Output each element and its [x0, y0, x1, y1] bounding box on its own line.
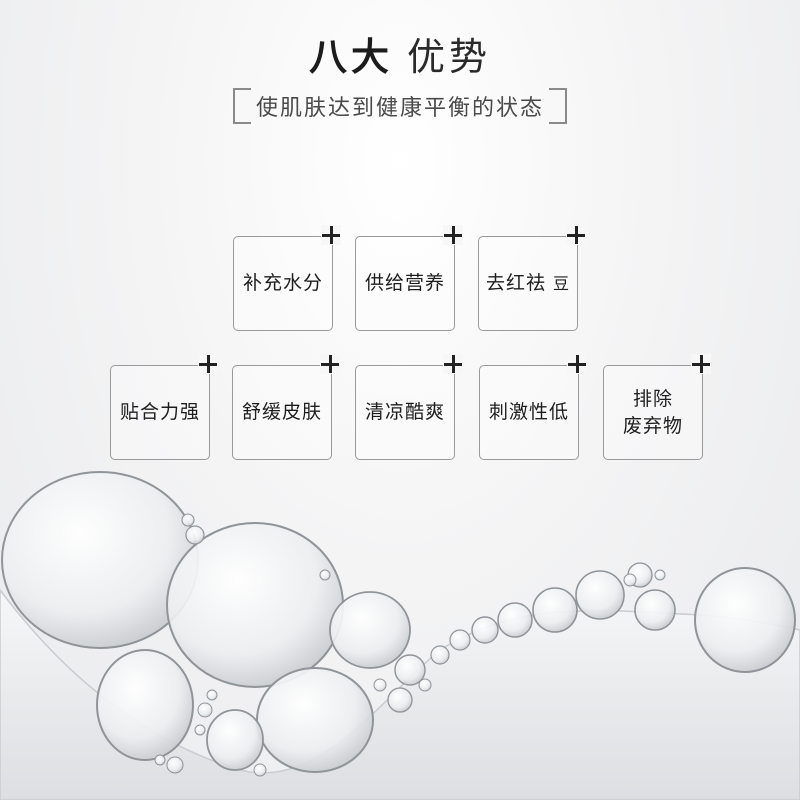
plus-icon: [198, 354, 218, 374]
plus-icon: [566, 225, 586, 245]
title-light: 优势: [407, 35, 492, 79]
water-bubbles-art: [0, 471, 800, 800]
advantage-label: 刺激性低: [488, 401, 569, 423]
advantage-card-8: 排除废弃物: [603, 354, 711, 460]
plus-icon: [443, 354, 463, 374]
advantage-card-2: 供给营养: [355, 225, 463, 331]
subtitle-frame: 使肌肤达到健康平衡的状态: [233, 88, 567, 124]
advantage-label: 舒缓皮肤: [241, 401, 322, 423]
advantage-label: 清凉酷爽: [364, 401, 445, 423]
advantage-label: 排除废弃物: [622, 387, 683, 437]
title-bold: 八大: [308, 35, 393, 79]
advantage-label: 补充水分: [242, 272, 323, 294]
advantage-card-6: 清凉酷爽: [355, 354, 463, 460]
advantage-card-1: 补充水分: [233, 225, 341, 331]
advantage-label: 供给营养: [364, 272, 445, 294]
advantage-card-4: 贴合力强: [110, 354, 218, 460]
plus-icon: [321, 225, 341, 245]
advantage-label: 去红祛 豆: [485, 272, 571, 294]
plus-icon: [567, 354, 587, 374]
plus-icon: [320, 354, 340, 374]
advantage-label: 贴合力强: [119, 401, 200, 423]
page-title: 八大优势: [0, 26, 800, 81]
subtitle: 使肌肤达到健康平衡的状态: [255, 96, 544, 121]
plus-icon: [443, 225, 463, 245]
plus-icon: [691, 354, 711, 374]
advantage-card-7: 刺激性低: [479, 354, 587, 460]
advantage-card-5: 舒缓皮肤: [232, 354, 340, 460]
advantage-card-3: 去红祛 豆: [478, 225, 586, 331]
